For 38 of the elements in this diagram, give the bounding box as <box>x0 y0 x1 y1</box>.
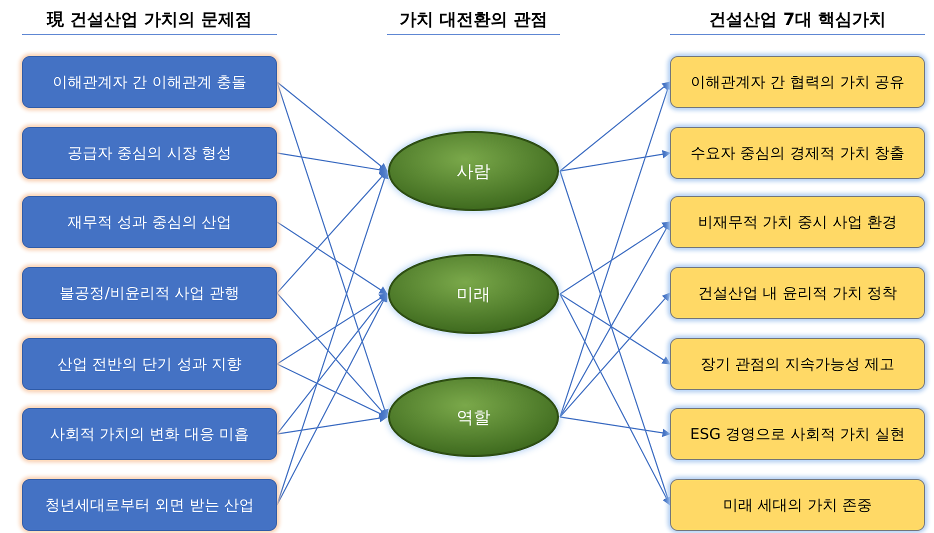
arrow <box>276 293 388 506</box>
arrow <box>560 81 671 172</box>
problem-box: 산업 전반의 단기 성과 지향 <box>22 338 277 390</box>
arrow <box>559 294 671 506</box>
perspective-ellipse: 미래 <box>387 253 560 335</box>
perspective-ellipse: 사람 <box>387 130 560 212</box>
arrow <box>276 170 388 294</box>
value-box: 장기 관점의 지속가능성 제고 <box>670 338 925 390</box>
arrow <box>560 292 671 418</box>
problem-box: 사회적 가치의 변화 대응 미흡 <box>22 408 277 460</box>
arrow <box>560 416 671 437</box>
arrow <box>276 82 388 172</box>
arrow <box>276 170 389 506</box>
perspective-ellipse: 역할 <box>387 376 560 458</box>
problem-box: 불공정/비윤리적 사업 관행 <box>22 267 277 319</box>
value-box: 건설산업 내 윤리적 가치 정착 <box>670 267 925 319</box>
problem-box: 청년세대로부터 외면 받는 산업 <box>22 479 277 531</box>
problem-box: 재무적 성과 중심의 산업 <box>22 196 277 248</box>
problem-box: 공급자 중심의 시장 형성 <box>22 127 277 179</box>
arrow <box>560 222 671 294</box>
value-box: 비재무적 가치 중시 사업 환경 <box>670 196 925 248</box>
arrow <box>276 414 388 435</box>
value-box: 이해관계자 간 협력의 가치 공유 <box>670 56 925 108</box>
column-heading: 現 건설산업 가치의 문제점 <box>22 8 277 35</box>
value-box: ESG 경영으로 사회적 가치 실현 <box>670 408 925 460</box>
arrow <box>276 152 388 174</box>
problem-box: 이해관계자 간 이해관계 충돌 <box>22 56 277 108</box>
arrow <box>276 294 388 364</box>
value-box: 수요자 중심의 경제적 가치 창출 <box>670 127 925 179</box>
arrow <box>276 82 389 418</box>
column-heading: 가치 대전환의 관점 <box>387 8 560 35</box>
arrow <box>559 81 672 418</box>
arrow <box>560 150 671 172</box>
value-box: 미래 세대의 가치 존중 <box>670 479 925 531</box>
arrow <box>560 294 671 364</box>
arrow <box>276 222 388 294</box>
column-heading: 건설산업 7대 핵심가치 <box>670 8 925 35</box>
arrow <box>559 221 671 418</box>
